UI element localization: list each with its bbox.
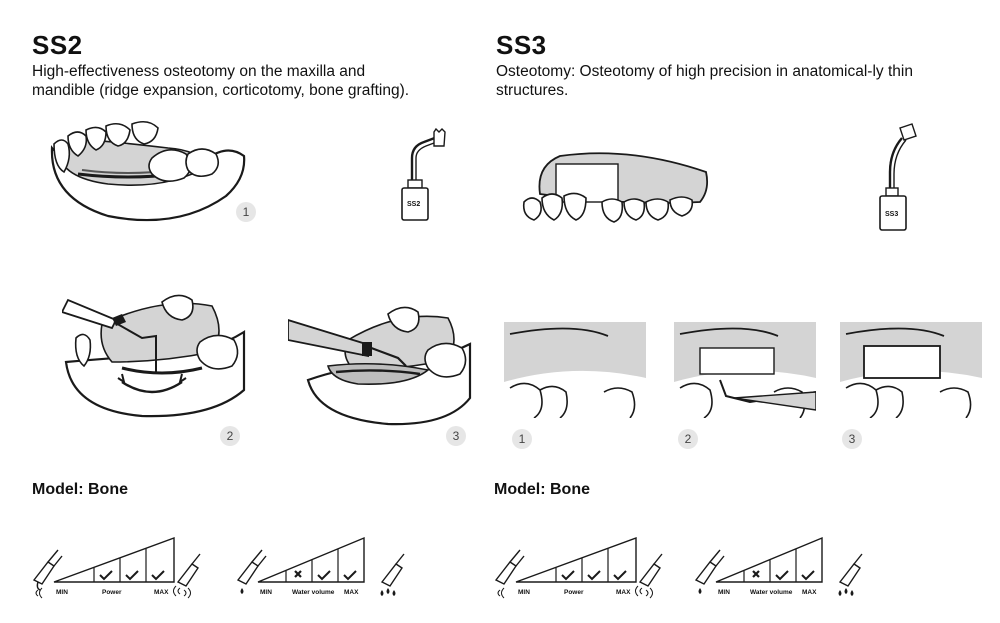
handpiece-icon: [638, 553, 663, 587]
check-icon: [587, 570, 601, 581]
check-icon: [801, 570, 815, 581]
ss2-power-gauge: MIN Power MAX: [32, 530, 202, 600]
water-max-label: MAX: [802, 589, 817, 596]
ss2-figure-2: [60, 292, 246, 420]
step-badge-2: 2: [220, 426, 240, 446]
ss3-section: SS3 Osteotomy: Osteotomy of high precisi…: [490, 0, 1000, 623]
handpiece-icon: [494, 549, 525, 585]
check-icon: [317, 570, 331, 581]
handpiece-icon: [694, 549, 725, 585]
cross-icon: [752, 570, 760, 578]
water-min-label: MIN: [260, 589, 272, 596]
vibration-icon: [635, 585, 653, 599]
sinus-step-2-illustration: [674, 322, 816, 418]
handpiece-icon: [176, 553, 201, 587]
check-icon: [151, 570, 165, 581]
water-min-label: MIN: [718, 589, 730, 596]
mandible-illustration: [50, 120, 246, 222]
check-icon: [99, 570, 113, 581]
ss2-figure-1: [48, 118, 248, 228]
ss3-model-label: Model: Bone: [494, 481, 590, 498]
ss3-figure-2: [674, 322, 816, 418]
ss2-tip: SS2: [394, 127, 450, 228]
vibration-icon: [35, 587, 43, 599]
water-label: Water volume: [292, 589, 335, 596]
ss3-figure-3: [840, 322, 982, 418]
handpiece-icon: [236, 549, 267, 585]
handpiece-icon: [32, 549, 63, 591]
vibration-icon: [173, 585, 191, 599]
water-drop-icon: [240, 588, 244, 594]
check-icon: [125, 570, 139, 581]
check-icon: [561, 570, 575, 581]
water-gauge-graphic: [236, 536, 405, 596]
check-icon: [343, 570, 357, 581]
step-badge-3: 3: [446, 426, 466, 446]
power-label: Power: [102, 589, 122, 596]
step-badge-1: 1: [236, 202, 256, 222]
power-max-label: MAX: [616, 589, 631, 596]
bone-graft-illustration: [287, 306, 472, 426]
ss3-step-badge-1: 1: [512, 429, 532, 449]
power-min-label: MIN: [56, 589, 68, 596]
check-icon: [613, 570, 627, 581]
ss3-step-badge-3: 3: [842, 429, 862, 449]
vibration-icon: [497, 587, 505, 599]
water-drop-icon: [698, 588, 702, 594]
sinus-step-1-illustration: [504, 322, 646, 418]
ss3-description: Osteotomy: Osteotomy of high precision i…: [496, 63, 913, 99]
handpiece-icon: [838, 553, 863, 587]
maxilla-window-illustration: [522, 152, 709, 223]
ss2-figure-3: [287, 300, 472, 428]
water-drop-icon: [838, 588, 854, 596]
check-icon: [775, 570, 789, 581]
ss3-figure-overview: [520, 146, 714, 230]
ss2-description: High-effectiveness osteotomy on the maxi…: [32, 63, 410, 99]
ss3-tip: SS3: [876, 118, 926, 234]
ridge-split-illustration: [60, 294, 246, 418]
ss3-water-gauge: MIN Water volume MAX: [694, 530, 884, 600]
power-max-label: MAX: [154, 589, 169, 596]
ss3-figure-1: [504, 322, 646, 418]
water-gauge-graphic: [694, 536, 863, 596]
ss3-title: SS3: [496, 30, 547, 60]
ss2-tip-label: SS2: [407, 201, 421, 208]
ss3-tip-label: SS3: [885, 211, 899, 218]
power-min-label: MIN: [518, 589, 530, 596]
handpiece-icon: [380, 553, 405, 587]
cross-icon: [294, 570, 302, 578]
ss3-tip-illustration: [879, 123, 917, 231]
power-gauge-graphic: [494, 536, 663, 599]
water-drop-icon: [380, 588, 396, 596]
power-gauge-graphic: [32, 536, 201, 599]
ss2-title: SS2: [32, 30, 83, 60]
ss2-model-label: Model: Bone: [32, 481, 128, 498]
ss2-tip-illustration: [401, 127, 446, 221]
ss2-water-gauge: MIN Water volume MAX: [236, 530, 426, 600]
water-max-label: MAX: [344, 589, 359, 596]
power-label: Power: [564, 589, 584, 596]
sinus-step-3-illustration: [840, 322, 982, 418]
ss2-section: SS2 High-effectiveness osteotomy on the …: [0, 0, 490, 623]
ss3-step-badge-2: 2: [678, 429, 698, 449]
ss3-power-gauge: MIN Power MAX: [494, 530, 664, 600]
water-label: Water volume: [750, 589, 793, 596]
